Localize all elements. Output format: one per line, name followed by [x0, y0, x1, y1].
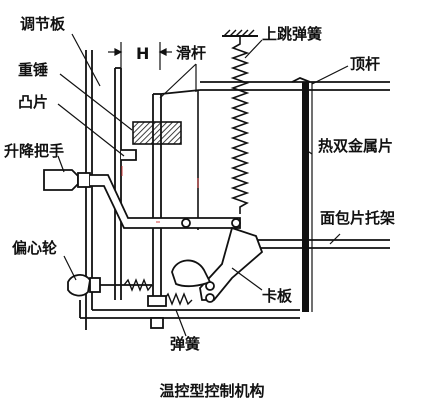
figure-caption: 温控型控制机构 [159, 382, 265, 400]
bottom-spring-2 [163, 292, 193, 306]
eccentric-wheel [67, 274, 152, 297]
jump-spring [230, 36, 250, 214]
label-hammer: 重锤 [18, 61, 49, 79]
latch-plate [171, 226, 264, 303]
label-gap-h: H [136, 44, 150, 63]
slide-foot [147, 295, 167, 329]
bottom-spring [123, 278, 153, 292]
hammer-block [132, 121, 182, 145]
label-bread-rack: 面包片托架 [320, 209, 396, 227]
label-jump-spring: 上跳弹簧 [262, 25, 323, 43]
leader-lines [57, 33, 349, 337]
label-bimetal: 热双金属片 [318, 137, 394, 155]
label-lift-handle: 升降把手 [4, 142, 65, 160]
top-rod [200, 77, 390, 91]
bread-rack [248, 239, 390, 249]
label-adjust-plate: 调节板 [20, 15, 66, 33]
accent-marks [121, 166, 199, 223]
lift-handle [43, 169, 241, 229]
label-spring: 弹簧 [170, 335, 201, 353]
gap-marker [108, 42, 172, 70]
label-eccentric: 偏心轮 [12, 239, 58, 257]
label-top-rod: 顶杆 [350, 55, 381, 73]
cam-piece [121, 149, 137, 161]
label-latch: 卡板 [262, 287, 293, 305]
label-slide-rod: 滑杆 [176, 44, 207, 62]
spring-mount [222, 29, 258, 37]
label-cam: 凸片 [18, 93, 49, 111]
lower-rod [79, 300, 300, 319]
bimetal-strip [302, 82, 313, 312]
